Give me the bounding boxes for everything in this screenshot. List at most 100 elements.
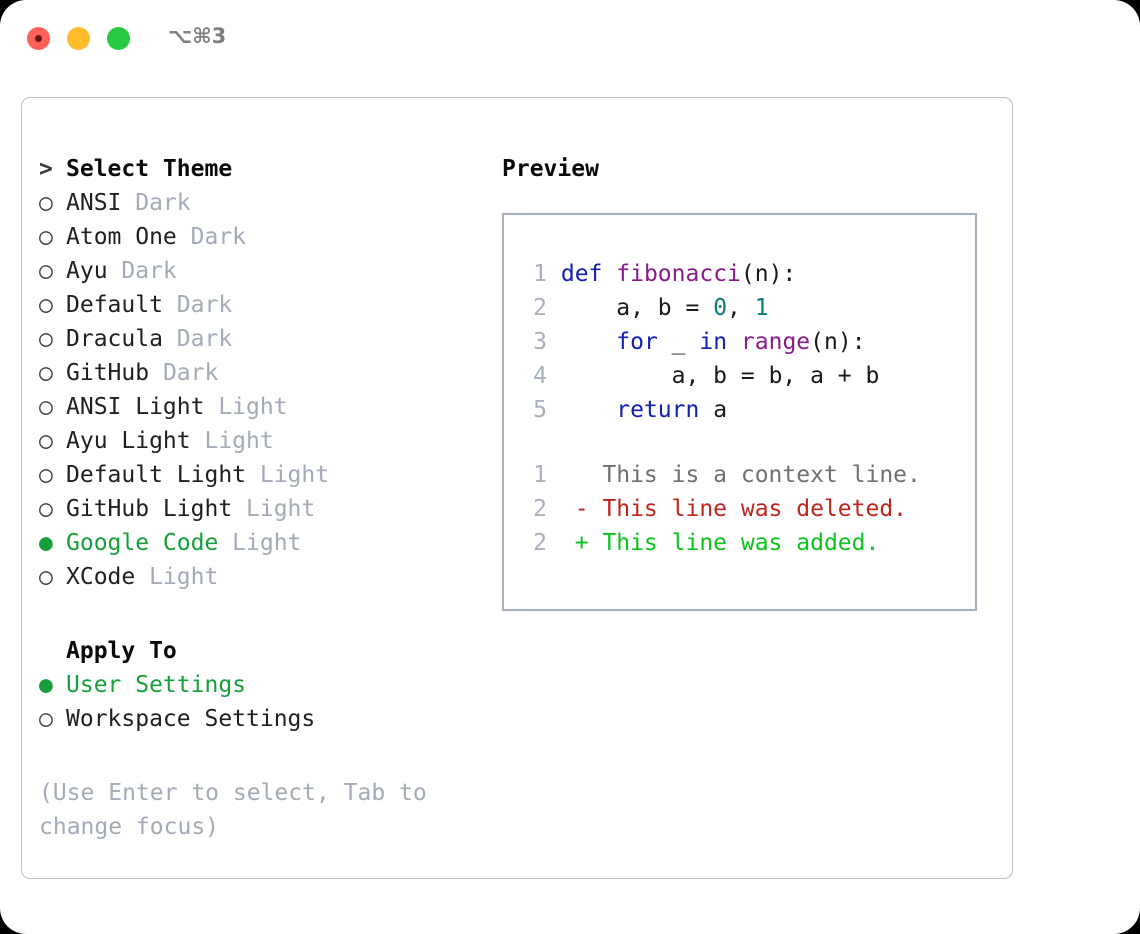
section-spacer — [39, 594, 479, 634]
theme-list-item[interactable]: ○ANSI Dark — [39, 186, 479, 220]
theme-list-item[interactable]: ○XCode Light — [39, 560, 479, 594]
theme-variant-badge: Light — [246, 462, 330, 488]
theme-name: Default Light — [66, 462, 247, 488]
theme-list-item[interactable]: ○Default Dark — [39, 288, 479, 322]
title-bar: ⌥⌘3 — [0, 0, 1140, 78]
radio-unselected-icon: ○ — [39, 706, 53, 732]
code-gutter-space — [547, 329, 561, 355]
settings-panel: >Select Theme ○ANSI Dark○Atom One Dark○A… — [21, 97, 1013, 879]
radio-unselected-icon: ○ — [39, 394, 53, 420]
theme-name: GitHub — [66, 360, 150, 386]
code-line: 5 return a — [521, 393, 921, 427]
apply-to-label: User Settings — [66, 672, 247, 698]
theme-variant-badge: Dark — [121, 190, 191, 216]
maximize-button[interactable] — [107, 27, 130, 50]
theme-variant-badge: Dark — [162, 326, 233, 352]
theme-list-item[interactable]: ●Google Code Light — [39, 526, 479, 560]
code-token: a, b = — [560, 295, 714, 321]
theme-name: GitHub Light — [66, 496, 233, 522]
line-number: 2 — [533, 295, 547, 321]
theme-list-item[interactable]: ○ Atom One Dark — [39, 220, 479, 254]
diff-sign: - — [547, 496, 603, 522]
diff-preview-lines: 1 This is a context line.2 - This line w… — [521, 458, 921, 560]
diff-text: This line was added. — [602, 530, 880, 556]
theme-list-item[interactable]: ○ Ayu Dark — [39, 254, 479, 288]
theme-name: Google Code — [66, 530, 219, 556]
radio-unselected-icon: ○ — [39, 462, 53, 488]
theme-variant-badge: Dark — [107, 258, 177, 284]
code-token — [561, 329, 616, 355]
code-token: 0 — [713, 295, 728, 321]
radio-unselected-icon: ○ — [39, 496, 53, 522]
theme-name: ANSI Light — [66, 394, 205, 420]
code-gutter-space — [547, 397, 561, 423]
diff-text: This line was deleted. — [602, 496, 908, 522]
code-token — [602, 261, 616, 287]
minimize-button[interactable] — [67, 27, 90, 50]
code-token: (n): — [810, 329, 866, 355]
code-token — [727, 329, 741, 355]
theme-picker-column: >Select Theme ○ANSI Dark○Atom One Dark○A… — [39, 152, 479, 844]
theme-list-item[interactable]: ○ Dracula Dark — [39, 322, 479, 356]
code-token: a, b = b, a + b — [560, 363, 880, 389]
code-token: in — [699, 329, 728, 355]
apply-to-label: Workspace Settings — [66, 706, 316, 732]
code-token: 1 — [754, 295, 769, 321]
theme-variant-badge: Light — [135, 564, 219, 590]
radio-unselected-icon: ○ — [39, 190, 53, 216]
theme-list-item[interactable]: ○Ayu Light Light — [39, 424, 479, 458]
code-token — [561, 397, 616, 423]
radio-selected-icon: ● — [39, 672, 53, 698]
diff-line: 2 - This line was deleted. — [521, 492, 921, 526]
radio-selected-icon: ● — [39, 530, 53, 556]
line-number: 5 — [533, 397, 547, 423]
radio-unselected-icon: ○ — [39, 360, 53, 386]
theme-list-item[interactable]: ○ ANSI Light Light — [39, 390, 479, 424]
code-line: 4 a, b = b, a + b — [521, 359, 921, 393]
theme-name: Ayu Light — [66, 428, 191, 454]
select-theme-header: > Select Theme — [39, 152, 479, 186]
code-token: _ — [657, 329, 700, 355]
diff-line: 2 + This line was added. — [521, 526, 921, 560]
theme-name: Ayu — [66, 258, 108, 284]
theme-variant-badge: Light — [190, 428, 274, 454]
line-number: 1 — [533, 462, 547, 488]
line-number: 2 — [533, 530, 547, 556]
radio-unselected-icon: ○ — [39, 258, 53, 284]
code-token: , — [727, 295, 755, 321]
select-theme-header-label: Select Theme — [66, 156, 233, 182]
apply-to-header: Apply To — [66, 638, 177, 664]
code-line: 1 def fibonacci(n): — [521, 257, 921, 291]
apply-to-item[interactable]: ○ Workspace Settings — [39, 702, 479, 736]
theme-list-item[interactable]: ○ GitHub Dark — [39, 356, 479, 390]
preview-title: Preview — [502, 156, 599, 182]
code-gutter-space — [547, 363, 561, 389]
theme-variant-badge: Dark — [149, 360, 219, 386]
preview-column: Preview 1 def fibonacci(n):2 a, b = 0, 1… — [502, 152, 992, 611]
radio-unselected-icon: ○ — [39, 326, 53, 352]
code-token: range — [740, 329, 811, 355]
theme-list-item[interactable]: ○ Default Light Light — [39, 458, 479, 492]
theme-variant-badge: Dark — [176, 224, 247, 250]
code-token: return — [616, 397, 700, 423]
diff-text: This is a context line. — [602, 462, 921, 488]
theme-name: Dracula — [66, 326, 163, 352]
theme-name: Atom One — [66, 224, 177, 250]
code-gutter-space — [547, 261, 561, 287]
line-number: 2 — [533, 496, 547, 522]
theme-name: XCode — [66, 564, 136, 590]
prompt-caret-icon: > — [39, 156, 53, 182]
theme-variant-badge: Dark — [162, 292, 233, 318]
theme-list-item[interactable]: ○GitHub Light Light — [39, 492, 479, 526]
code-gutter-space — [547, 295, 561, 321]
code-line: 2 a, b = 0, 1 — [521, 291, 921, 325]
diff-sign: + — [547, 530, 603, 556]
diff-line: 1 This is a context line. — [521, 458, 921, 492]
apply-to-item[interactable]: ● User Settings — [39, 668, 479, 702]
theme-variant-badge: Light — [204, 394, 288, 420]
radio-unselected-icon: ○ — [39, 224, 53, 250]
theme-list: ○ANSI Dark○Atom One Dark○Ayu Dark○Defaul… — [39, 186, 479, 594]
